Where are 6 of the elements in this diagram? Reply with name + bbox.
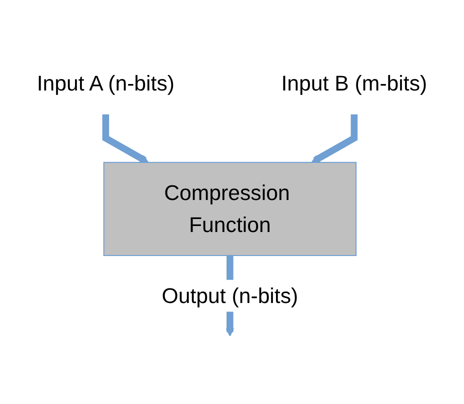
arrow xyxy=(102,114,149,164)
node-text: Input A (n-bits) xyxy=(36,72,175,96)
edge-label: Output (n-bits) xyxy=(162,284,298,308)
arrow xyxy=(311,114,358,164)
node-text: Input B (m-bits) xyxy=(281,72,428,96)
node-box: Compression Function xyxy=(103,162,357,256)
